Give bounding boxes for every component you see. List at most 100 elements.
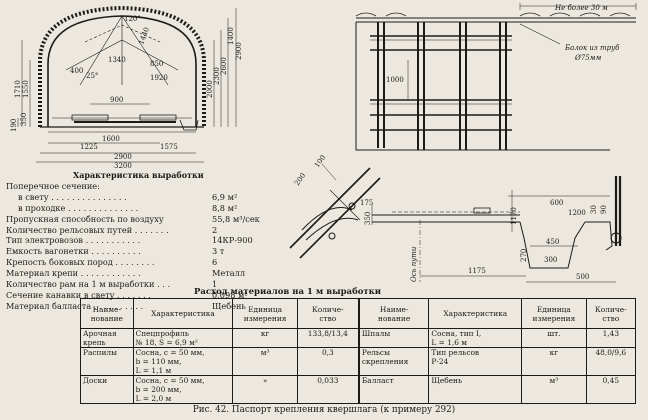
table-cell: Доски bbox=[80, 375, 134, 404]
dim-label: 350 bbox=[20, 113, 28, 126]
dim-label: 2000 bbox=[206, 80, 214, 98]
dim-label: 1710 bbox=[14, 80, 22, 98]
column-header: Количе-ство bbox=[296, 298, 360, 329]
pipe-note-line2: Ø75мм bbox=[574, 54, 601, 62]
dim-label: 3200 bbox=[114, 162, 132, 170]
column-header: Наиме-нование bbox=[357, 298, 430, 329]
characteristic-value: 14КР-900 bbox=[212, 235, 253, 246]
characteristic-label: Тип электровозов . . . . . . . . . . . bbox=[6, 235, 141, 246]
dim-label: 2900 bbox=[114, 153, 132, 161]
characteristic-label: Сечение канавки в свету . . . . . . . bbox=[6, 289, 151, 300]
characteristic-value: 55,8 м³/сек bbox=[212, 213, 260, 224]
table-cell: Распилы bbox=[80, 347, 134, 376]
table-cell: Сосна, c = 50 мм,b = 110 мм,L = 1,1 м bbox=[132, 347, 234, 376]
plan-view-drawing bbox=[355, 3, 637, 151]
characteristic-row: в свету . . . . . . . . . . . . . . . 6,9… bbox=[6, 192, 306, 203]
characteristic-row: Сечение канавки в свету . . . . . . . 0,0… bbox=[6, 290, 306, 301]
characteristic-row: Крепость боковых пород . . . . . . . .6 bbox=[6, 257, 306, 268]
characteristic-label: Крепость боковых пород . . . . . . . . bbox=[6, 257, 155, 268]
dim-label: 270 bbox=[520, 249, 528, 262]
characteristic-row: Поперечное сечение: bbox=[6, 181, 306, 192]
characteristic-label: Поперечное сечение: bbox=[6, 181, 100, 191]
dim-label: 900 bbox=[110, 96, 123, 104]
dim-label: 90 bbox=[600, 205, 608, 214]
cross-section-drawing bbox=[17, 5, 237, 163]
characteristic-label: Емкость вагонетки . . . . . . . . . . bbox=[6, 246, 141, 257]
column-header: Характеристика bbox=[428, 298, 523, 329]
dim-label: 25° bbox=[86, 72, 98, 80]
dim-label: 600 bbox=[550, 199, 563, 207]
characteristic-label: Материал крепи . . . . . . . . . . . . bbox=[6, 268, 141, 279]
table-cell: Сосна, c = 50 мм,b = 200 мм,L = 2,0 м bbox=[132, 375, 234, 404]
characteristic-value: 0,098 м² bbox=[212, 289, 248, 300]
table-cell: м³ bbox=[232, 347, 298, 376]
dim-label: 100 bbox=[313, 154, 327, 170]
rail-fastening-detail bbox=[289, 163, 381, 259]
table-cell: 48,0/9,6 bbox=[585, 347, 637, 376]
dim-label: 300 bbox=[544, 256, 557, 264]
characteristic-row: Количество рам на 1 м выработки . . .1 bbox=[6, 279, 306, 290]
max-spacing-label: Не более 30 м bbox=[554, 4, 608, 12]
track-detail-drawing bbox=[371, 176, 622, 283]
characteristic-value: 3 т bbox=[212, 246, 225, 257]
characteristic-value: 2 bbox=[212, 224, 218, 235]
dim-label: 30 bbox=[590, 205, 598, 214]
pipe-note-line1: Балок из труб bbox=[564, 44, 620, 52]
characteristic-label: в проходке . . . . . . . . . . . . . . bbox=[18, 202, 139, 213]
table-cell: Щебень bbox=[428, 375, 523, 404]
table-cell: 0,45 bbox=[585, 375, 637, 404]
characteristic-label: Количество рам на 1 м выработки . . . bbox=[6, 279, 171, 290]
dim-label: 1170 bbox=[510, 207, 518, 225]
characteristic-row: Пропускная способность по воздуху 55,8 м³… bbox=[6, 214, 306, 225]
characteristic-row: Тип электровозов . . . . . . . . . . . 14… bbox=[6, 235, 306, 246]
table-cell: шт. bbox=[521, 328, 587, 348]
characteristic-label: в свету . . . . . . . . . . . . . . . bbox=[18, 191, 127, 202]
dim-label: 1550 bbox=[22, 80, 30, 98]
characteristic-row: Материал крепи . . . . . . . . . . . . Ме… bbox=[6, 268, 306, 279]
track-axis-label: Ось пути bbox=[410, 246, 418, 282]
table-cell: Шпалы bbox=[357, 328, 430, 348]
dim-label: 2600 bbox=[220, 57, 228, 75]
characteristic-value: Металл bbox=[212, 268, 246, 279]
dim-label: 500 bbox=[576, 273, 589, 281]
characteristic-value: 6,9 м² bbox=[212, 191, 238, 202]
characteristic-value: 8,8 м² bbox=[212, 202, 238, 213]
dim-label: 1920 bbox=[150, 74, 168, 82]
dim-label: 1175 bbox=[468, 267, 486, 275]
dim-label: 2900 bbox=[235, 42, 243, 60]
dim-label: 120° bbox=[124, 15, 141, 23]
characteristic-row: Количество рельсовых путей . . . . . . .… bbox=[6, 225, 306, 236]
table-cell: 1,43 bbox=[585, 328, 637, 348]
dim-label: 1400 bbox=[227, 27, 235, 45]
excavation-characteristics: Поперечное сечение:в свету . . . . . . .… bbox=[6, 181, 306, 312]
cross-section-dims: 120° 1440 400 1340 25° 850 1920 1710 155… bbox=[10, 15, 243, 170]
table-cell: кг bbox=[232, 328, 298, 348]
table-cell: 133,8/13,4 bbox=[296, 328, 360, 348]
table-cell: м³ bbox=[521, 375, 587, 404]
figure-caption: Рис. 42. Паспорт крепления квершлага (к … bbox=[192, 405, 456, 415]
dim-label: 850 bbox=[150, 60, 163, 68]
dim-label: 1440 bbox=[137, 26, 151, 45]
dim-label: 1200 bbox=[568, 209, 586, 217]
column-header: Характеристика bbox=[132, 298, 234, 329]
characteristic-label: Пропускная способность по воздуху bbox=[6, 213, 164, 224]
dim-label: 2300 bbox=[213, 67, 221, 85]
table-cell: 0,3 bbox=[296, 347, 360, 376]
dim-label: 1340 bbox=[108, 56, 126, 64]
column-header: Количе-ство bbox=[585, 298, 637, 329]
consumption-title: Расход материалов на 1 м выработки bbox=[194, 287, 382, 297]
dim-label: 1000 bbox=[386, 76, 404, 84]
